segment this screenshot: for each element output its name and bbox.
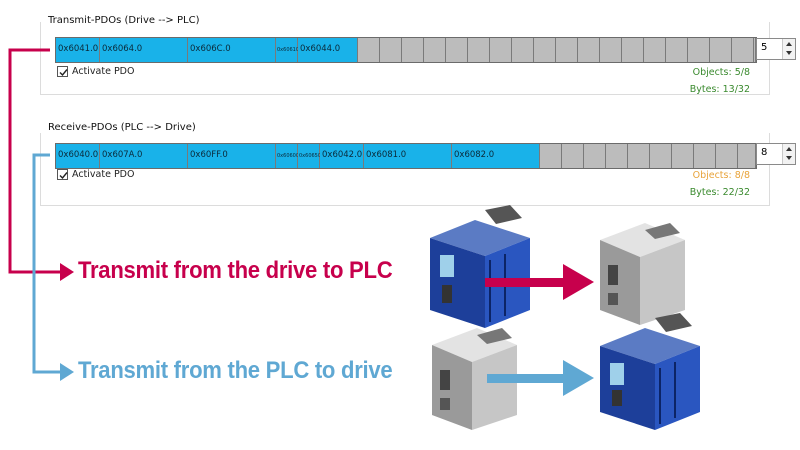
receive-pdo-cell-label: 0x6042.0: [322, 150, 363, 160]
receive-pdo-cell[interactable]: 0x6040.0: [56, 144, 100, 168]
transmit-objects-stat: Objects: 5/8: [692, 67, 750, 78]
plc-controller-icon-top: [600, 223, 685, 325]
spin-up-icon[interactable]: [786, 147, 792, 151]
transmit-activate-checkbox[interactable]: [57, 66, 68, 77]
transmit-pdo-empty-slot[interactable]: [578, 38, 600, 62]
transmit-pdo-cell[interactable]: 0x606C.0: [188, 38, 276, 62]
receive-pdo-cell[interactable]: 0x60650: [298, 144, 322, 168]
transmit-pdo-title: Transmit-PDOs (Drive --> PLC): [48, 15, 203, 26]
receive-pdo-cell-label: 0x6081.0: [366, 150, 407, 160]
transmit-pdo-empty-slot[interactable]: [600, 38, 622, 62]
transmit-pdo-empty-slot[interactable]: [688, 38, 710, 62]
receive-bytes-stat: Bytes: 22/32: [689, 187, 750, 198]
transmit-pdo-empty-slot[interactable]: [380, 38, 402, 62]
receive-pdo-cell[interactable]: 0x60600: [276, 144, 300, 168]
receive-spin-buttons[interactable]: [782, 144, 795, 164]
receive-pdo-cell[interactable]: 0x60FF.0: [188, 144, 276, 168]
receive-activate-checkbox[interactable]: [57, 169, 68, 180]
transmit-pdo-empty-slot[interactable]: [754, 38, 756, 62]
receive-pdo-empty-slot[interactable]: [628, 144, 650, 168]
transmit-pdo-empty-slot[interactable]: [732, 38, 754, 62]
transmit-pdo-cell[interactable]: 0x60610: [276, 38, 300, 62]
receive-connector-line: [32, 153, 60, 374]
receive-pdo-cell-label: 0x60650: [299, 153, 322, 159]
receive-activate-label: Activate PDO: [72, 169, 135, 180]
receive-pdo-empty-slot[interactable]: [562, 144, 584, 168]
receive-pdo-empty-slot[interactable]: [672, 144, 694, 168]
transmit-transfer-arrow: [485, 264, 594, 300]
transmit-pdo-cell-label: 0x60610: [277, 47, 300, 53]
spin-down-icon[interactable]: [786, 156, 792, 160]
receive-connector-arrowhead: [60, 363, 74, 381]
transmit-pdo-empty-slot[interactable]: [446, 38, 468, 62]
transmit-pdo-empty-slot[interactable]: [534, 38, 556, 62]
transmit-pdo-empty-slot[interactable]: [622, 38, 644, 62]
transmit-pdo-cell-label: 0x606C.0: [190, 44, 231, 54]
spin-up-icon[interactable]: [786, 42, 792, 46]
receive-pdo-cell[interactable]: 0x6082.0: [452, 144, 540, 168]
transmit-pdo-empty-slot[interactable]: [556, 38, 578, 62]
checkmark-icon: [59, 69, 68, 77]
receive-pdo-empty-slot[interactable]: [650, 144, 672, 168]
receive-pdo-empty-slot[interactable]: [738, 144, 756, 168]
transmit-pdo-empty-slot[interactable]: [644, 38, 666, 62]
receive-pdo-title: Receive-PDOs (PLC --> Drive): [48, 122, 199, 133]
receive-pdo-empty-slot[interactable]: [716, 144, 738, 168]
receive-objects-stat: Objects: 8/8: [692, 170, 750, 181]
transmit-activate-label: Activate PDO: [72, 66, 135, 77]
transmit-pdo-empty-slot[interactable]: [358, 38, 380, 62]
receive-pdo-group: [40, 133, 770, 206]
transmit-count-spinner[interactable]: 5: [756, 38, 796, 60]
transmit-pdo-empty-slot[interactable]: [512, 38, 534, 62]
transmit-pdo-empty-slot[interactable]: [424, 38, 446, 62]
receive-pdo-empty-slot[interactable]: [584, 144, 606, 168]
receive-pdo-cell-label: 0x607A.0: [102, 150, 143, 160]
receive-pdo-cell-label: 0x60600: [277, 153, 300, 159]
servo-drive-icon-top: [430, 205, 530, 328]
transmit-pdo-cell[interactable]: 0x6041.0: [56, 38, 100, 62]
receive-count-value: 8: [761, 147, 768, 158]
transmit-pdo-cell-label: 0x6064.0: [102, 44, 143, 54]
transmit-spin-buttons[interactable]: [782, 39, 795, 59]
transmit-pdo-cell-label: 0x6041.0: [58, 44, 99, 54]
transmit-pdo-cell[interactable]: 0x6044.0: [298, 38, 358, 62]
transmit-pdo-empty-slot[interactable]: [402, 38, 424, 62]
receive-transfer-arrow: [487, 360, 594, 396]
transmit-connector-arrowhead: [60, 263, 74, 281]
servo-drive-icon-bottom: [600, 313, 700, 430]
receive-pdo-cell[interactable]: 0x6042.0: [320, 144, 364, 168]
receive-count-spinner[interactable]: 8: [756, 143, 796, 165]
transmit-pdo-empty-slot[interactable]: [666, 38, 688, 62]
receive-pdo-empty-slot[interactable]: [606, 144, 628, 168]
transmit-pdo-empty-slot[interactable]: [710, 38, 732, 62]
receive-pdo-empty-slot[interactable]: [694, 144, 716, 168]
receive-pdo-cell-label: 0x6082.0: [454, 150, 495, 160]
transmit-count-value: 5: [761, 42, 768, 53]
receive-caption: Transmit from the PLC to drive: [78, 357, 393, 384]
transmit-caption: Transmit from the drive to PLC: [78, 257, 393, 284]
checkmark-icon: [59, 172, 68, 180]
spin-down-icon[interactable]: [786, 51, 792, 55]
plc-controller-icon-bottom: [432, 328, 517, 430]
transmit-pdo-empty-slot[interactable]: [490, 38, 512, 62]
receive-pdo-cell-label: 0x60FF.0: [190, 150, 228, 160]
transmit-pdo-empty-slot[interactable]: [468, 38, 490, 62]
receive-pdo-cell-label: 0x6040.0: [58, 150, 99, 160]
receive-pdo-cell[interactable]: 0x6081.0: [364, 144, 452, 168]
receive-pdo-cell[interactable]: 0x607A.0: [100, 144, 188, 168]
transmit-pdo-cell-label: 0x6044.0: [300, 44, 341, 54]
receive-pdo-empty-slot[interactable]: [540, 144, 562, 168]
transmit-bytes-stat: Bytes: 13/32: [689, 84, 750, 95]
transmit-pdo-cell[interactable]: 0x6064.0: [100, 38, 188, 62]
